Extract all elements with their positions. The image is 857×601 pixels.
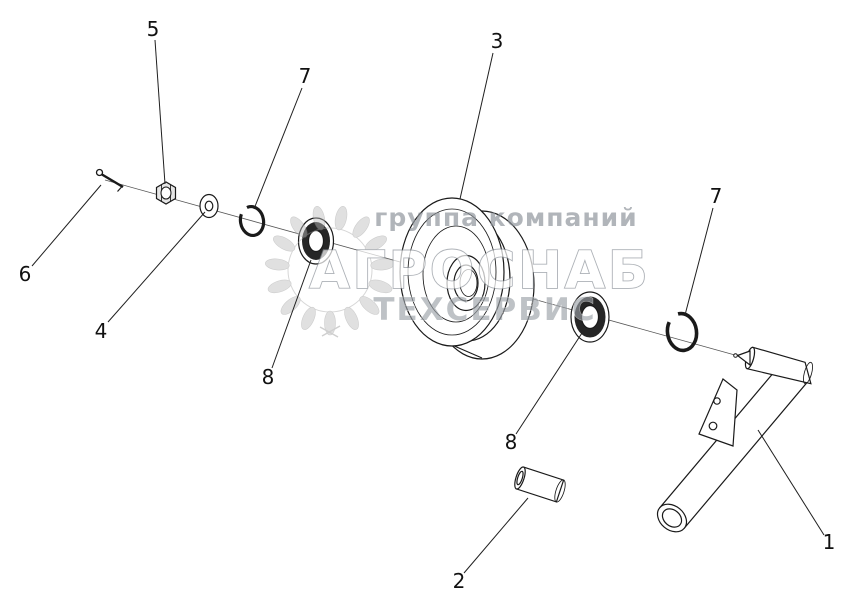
callout-7-left: 7: [299, 64, 312, 88]
leader-line-2: [463, 497, 529, 574]
bearing-left: [297, 217, 335, 265]
watermark: группа компаний АГРОСНАБ ТЕХСЕРВИС: [265, 203, 650, 338]
callout-7-right: 7: [710, 184, 723, 208]
callout-5: 5: [147, 17, 160, 41]
spacer-bushing: [514, 466, 566, 503]
pulley: [399, 197, 535, 360]
hex-nut: [155, 181, 177, 205]
watermark-wreath-logo: [265, 206, 395, 338]
bearing-right: [570, 291, 610, 343]
leader-line-8-left: [271, 259, 312, 369]
callout-numbers: 5 7 3 7 6 4 8 8 2 1: [19, 17, 836, 593]
snap-ring-right: [665, 311, 699, 353]
leader-line-7-right: [684, 207, 714, 316]
cotter-pin: [95, 168, 124, 192]
snap-ring-left: [238, 204, 266, 238]
watermark-bottom-text: ТЕХСЕРВИС: [373, 292, 596, 328]
leader-line-5: [154, 39, 166, 185]
washer: [199, 193, 219, 219]
leader-line-1: [757, 429, 825, 536]
watermark-top-text: группа компаний: [374, 203, 637, 232]
leader-lines: [31, 39, 825, 574]
callout-6: 6: [19, 262, 32, 286]
callout-2: 2: [453, 569, 466, 593]
leader-line-3: [459, 52, 494, 200]
leader-line-7-left: [253, 87, 303, 210]
watermark-main-text: АГРОСНАБ: [309, 241, 650, 301]
callout-8-left: 8: [262, 365, 275, 389]
leader-line-6: [31, 184, 102, 267]
arm-bracket: [698, 378, 738, 447]
leader-line-4: [107, 211, 206, 323]
leader-line-8-right: [515, 332, 583, 435]
callout-3: 3: [491, 29, 504, 53]
callout-8-right: 8: [505, 430, 518, 454]
support-arm: [656, 346, 813, 533]
callout-4: 4: [95, 319, 108, 343]
callout-1: 1: [823, 530, 836, 554]
